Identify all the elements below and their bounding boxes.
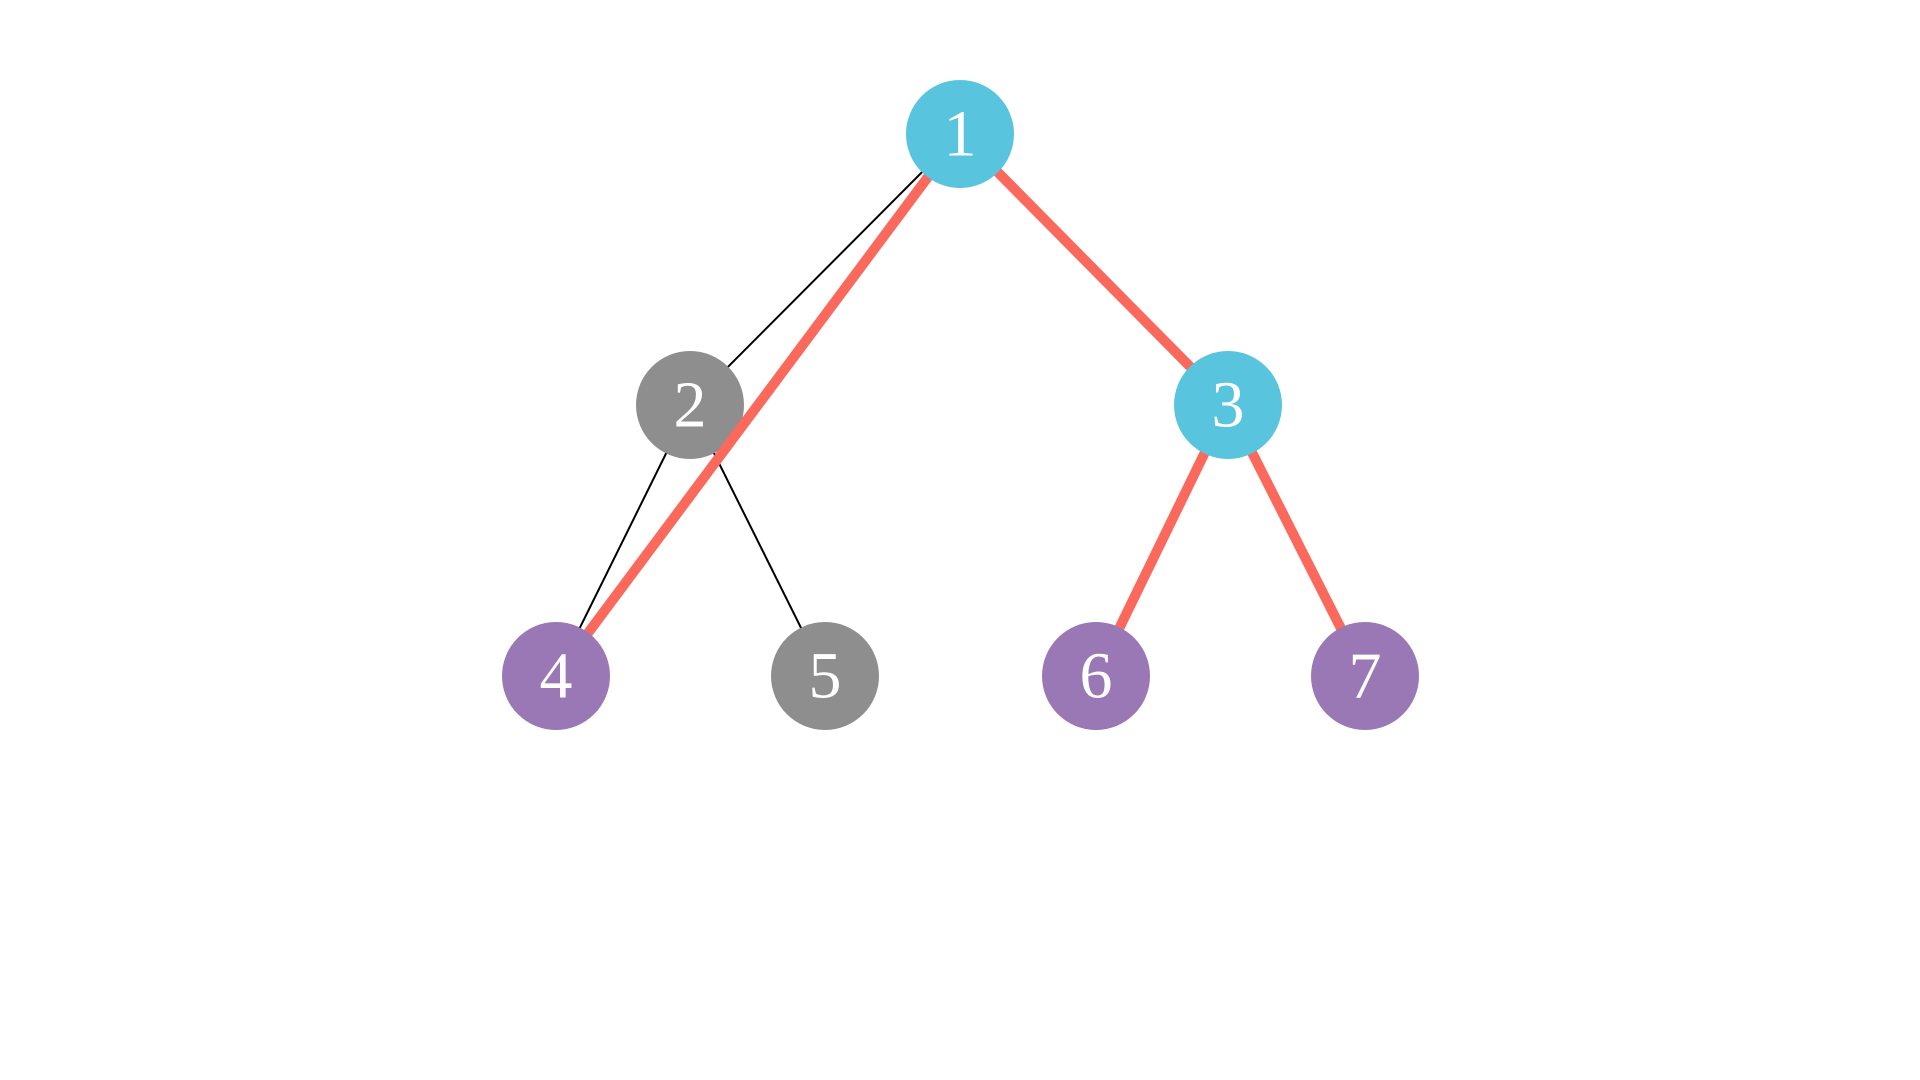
node-3: 3 bbox=[1174, 351, 1282, 459]
node-2-label: 2 bbox=[674, 369, 707, 442]
node-6-label: 6 bbox=[1080, 640, 1113, 713]
node-5: 5 bbox=[771, 622, 879, 730]
node-1-label: 1 bbox=[944, 98, 977, 171]
node-1: 1 bbox=[906, 80, 1014, 188]
edge-1-3-highlighted bbox=[956, 130, 1232, 409]
node-5-circle bbox=[771, 622, 879, 730]
edge-1-2 bbox=[689, 133, 961, 406]
node-7-label: 7 bbox=[1349, 640, 1382, 713]
node-4-circle bbox=[502, 622, 610, 730]
node-2-circle bbox=[636, 351, 744, 459]
node-7-circle bbox=[1311, 622, 1419, 730]
node-6-circle bbox=[1042, 622, 1150, 730]
node-4: 4 bbox=[502, 622, 610, 730]
node-6: 6 bbox=[1042, 622, 1150, 730]
node-3-label: 3 bbox=[1212, 369, 1245, 442]
edge-1-4-highlighted bbox=[551, 131, 965, 679]
node-3-circle bbox=[1174, 351, 1282, 459]
node-2: 2 bbox=[636, 351, 744, 459]
node-5-label: 5 bbox=[809, 640, 842, 713]
node-4-label: 4 bbox=[540, 640, 573, 713]
node-7: 7 bbox=[1311, 622, 1419, 730]
node-1-circle bbox=[906, 80, 1014, 188]
